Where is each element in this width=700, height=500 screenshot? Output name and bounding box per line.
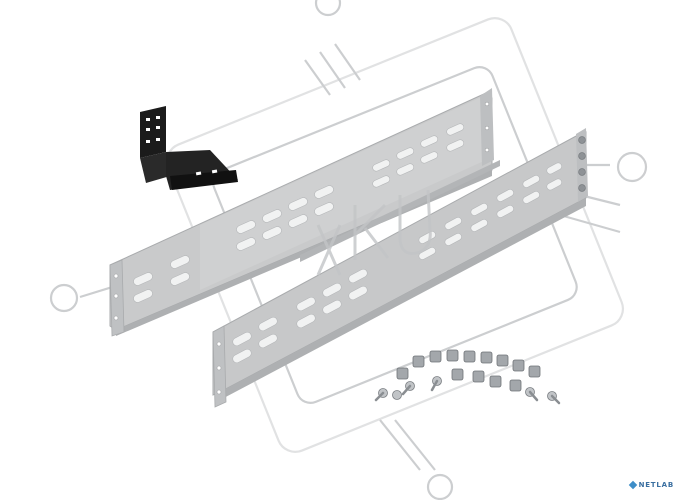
logo-text: NETLAB	[638, 481, 674, 489]
rail-front	[212, 128, 588, 408]
cage-nuts-and-screws	[374, 349, 561, 405]
logo: NETLAB	[628, 480, 674, 490]
rail-back	[109, 88, 500, 337]
watermark-graphic	[49, 0, 648, 500]
logo-diamond-icon	[628, 480, 637, 490]
mounting-bracket	[140, 106, 238, 190]
watermark-letters	[316, 189, 432, 276]
